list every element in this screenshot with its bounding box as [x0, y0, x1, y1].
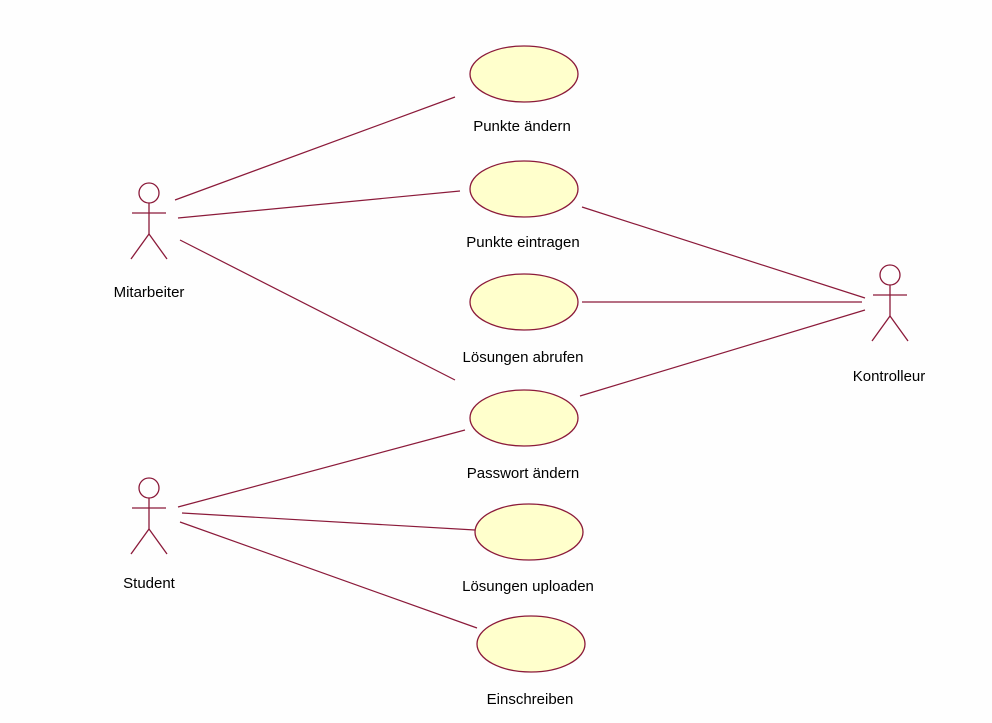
- use-case-loesungen-uploaden[interactable]: [474, 503, 584, 561]
- actor-left-leg: [130, 233, 150, 260]
- actor-label-mitarbeiter: Mitarbeiter: [113, 284, 185, 301]
- actor-student[interactable]: [130, 477, 168, 555]
- actor-head: [138, 477, 160, 499]
- association-mitarbeiter-passwort-aendern: [179, 239, 456, 381]
- use-case-passwort-aendern[interactable]: [469, 389, 579, 447]
- use-case-punkte-eintragen[interactable]: [469, 160, 579, 218]
- actor-mitarbeiter[interactable]: [130, 182, 168, 260]
- actor-left-leg: [130, 528, 150, 555]
- association-kontrolleur-punkte-eintragen: [581, 206, 866, 299]
- actor-label-student: Student: [123, 575, 175, 592]
- actor-label-kontrolleur: Kontrolleur: [852, 368, 926, 385]
- association-student-loesungen-uploaden: [181, 512, 476, 531]
- use-case-label-passwort-aendern: Passwort ändern: [466, 465, 580, 482]
- association-mitarbeiter-punkte-aendern: [174, 96, 456, 201]
- association-mitarbeiter-punkte-eintragen: [177, 190, 461, 219]
- actor-right-leg: [889, 315, 909, 342]
- use-case-label-punkte-eintragen: Punkte eintragen: [466, 234, 580, 251]
- actor-right-leg: [148, 528, 168, 555]
- association-student-passwort-aendern: [177, 429, 466, 508]
- use-case-loesungen-abrufen[interactable]: [469, 273, 579, 331]
- use-case-label-einschreiben: Einschreiben: [486, 691, 574, 708]
- actor-left-leg: [871, 315, 891, 342]
- association-student-einschreiben: [179, 521, 478, 629]
- use-case-label-loesungen-abrufen: Lösungen abrufen: [462, 349, 584, 366]
- association-kontrolleur-passwort-aendern: [579, 309, 866, 397]
- actor-right-leg: [148, 233, 168, 260]
- use-case-einschreiben[interactable]: [476, 615, 586, 673]
- use-case-label-loesungen-uploaden: Lösungen uploaden: [462, 578, 594, 595]
- actor-head: [138, 182, 160, 204]
- actor-kontrolleur[interactable]: [871, 264, 909, 342]
- actor-head: [879, 264, 901, 286]
- use-case-label-punkte-aendern: Punkte ändern: [473, 118, 571, 135]
- use-case-punkte-aendern[interactable]: [469, 45, 579, 103]
